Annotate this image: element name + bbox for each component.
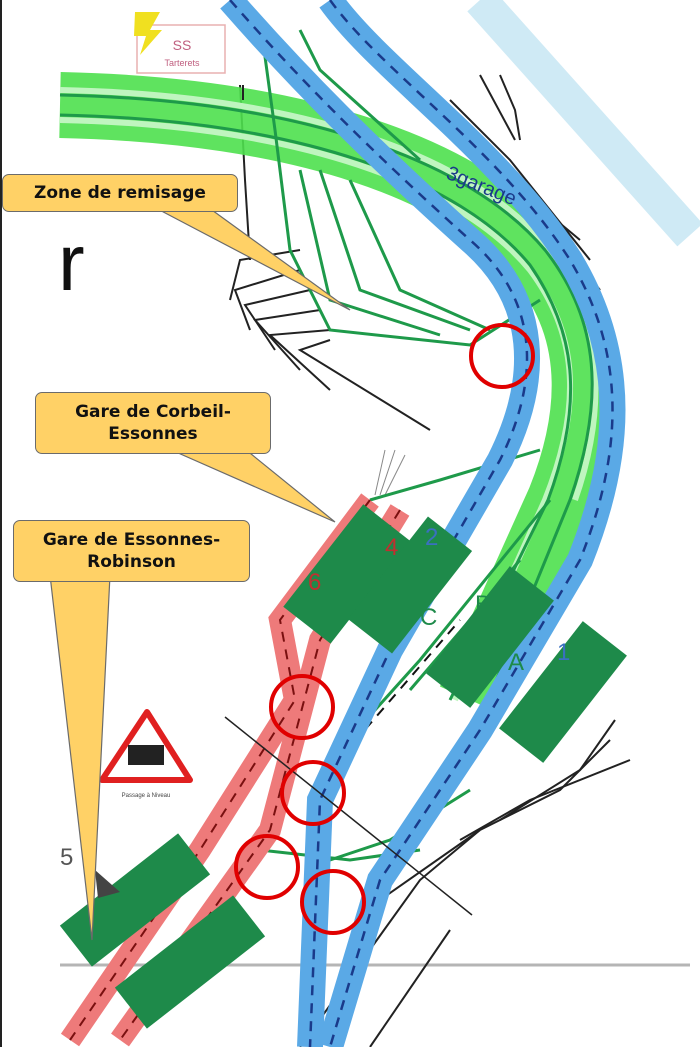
big-letter: r — [58, 218, 85, 307]
platforms — [59, 504, 627, 1029]
highlight-circle — [280, 760, 346, 826]
callout-gare-robinson-text: Gare de Essonnes-Robinson — [42, 529, 221, 572]
highlight-circle — [234, 834, 300, 900]
callout-tail-corbeil — [159, 444, 336, 523]
track-label-4: 4 — [385, 534, 398, 561]
platform-2-c — [347, 516, 473, 654]
level-crossing-caption: Passage à Niveau — [122, 793, 171, 799]
substation-sign: SS Tarterets — [134, 12, 226, 74]
track-label-a: A — [508, 649, 524, 676]
track-label-5: 5 — [60, 844, 73, 871]
highlight-circle — [269, 674, 335, 740]
track-label-c: C — [420, 604, 437, 631]
fan-sidings — [374, 449, 406, 496]
highlight-circle — [300, 869, 366, 935]
platform-robinson-2 — [114, 895, 266, 1029]
callout-zone-remisage-text: Zone de remisage — [34, 182, 206, 203]
highlight-circle — [469, 323, 535, 389]
substation-label: SS — [173, 37, 192, 53]
platform-1 — [499, 621, 627, 763]
platform-6-4 — [283, 504, 411, 644]
callout-gare-robinson: Gare de Essonnes-Robinson — [13, 520, 250, 582]
blue-tracks — [220, 0, 626, 1047]
track-label-1: 1 — [557, 639, 570, 666]
section-line — [224, 716, 473, 916]
train-icon — [128, 745, 164, 765]
callout-zone-remisage: Zone de remisage — [2, 174, 238, 212]
callout-gare-corbeil-text: Gare de Corbeil-Essonnes — [75, 401, 231, 444]
track-label-b: B — [475, 591, 491, 618]
light-blue-band — [467, 0, 700, 247]
lightning-icon — [134, 12, 162, 55]
track-label-2: 2 — [425, 524, 438, 551]
callout-gare-corbeil: Gare de Corbeil-Essonnes — [35, 392, 271, 454]
track-label-6: 6 — [308, 569, 321, 596]
arrow-5 — [95, 870, 120, 898]
highlight-circles — [234, 323, 535, 935]
platform-robinson-1 — [59, 833, 211, 967]
platform-b-a — [426, 566, 554, 708]
green-dashed — [329, 619, 461, 771]
level-crossing-sign: Passage à Niveau — [99, 709, 193, 799]
green-band — [59, 72, 618, 714]
substation-name: Tarterets — [164, 58, 200, 68]
